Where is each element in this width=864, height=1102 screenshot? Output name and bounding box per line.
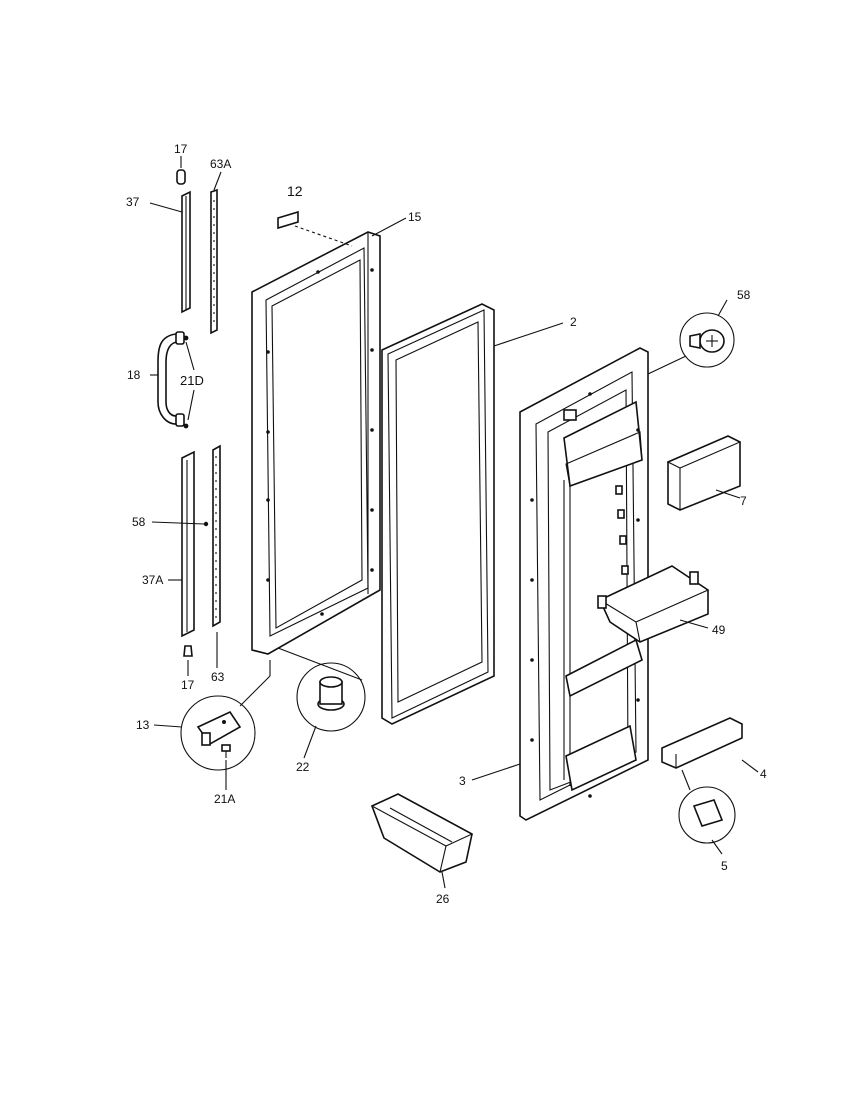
callout-37A: 37A bbox=[142, 573, 163, 587]
callout-21D: 21D bbox=[180, 373, 204, 388]
callout-17-bottom: 17 bbox=[181, 678, 195, 692]
door-gasket-2 bbox=[381, 303, 495, 725]
callout-2: 2 bbox=[570, 315, 577, 329]
callout-18: 18 bbox=[127, 368, 141, 382]
screw-58-bubble bbox=[679, 312, 735, 368]
screw-21D bbox=[183, 335, 189, 429]
hinge-bubble bbox=[180, 695, 256, 771]
screw-58-left bbox=[203, 521, 209, 527]
cap-5-bubble bbox=[678, 786, 736, 844]
trim-63A bbox=[210, 188, 218, 335]
leader-lines bbox=[149, 156, 759, 889]
label-plate-12 bbox=[277, 210, 299, 230]
shelf-bar-4 bbox=[661, 717, 743, 769]
callout-49: 49 bbox=[712, 623, 726, 637]
bottom-bin-26 bbox=[370, 793, 474, 873]
door-frame-15 bbox=[251, 231, 381, 655]
callout-26: 26 bbox=[436, 892, 450, 906]
trim-37A bbox=[181, 450, 195, 638]
callout-63A: 63A bbox=[210, 157, 231, 171]
trim-63 bbox=[212, 444, 221, 628]
callout-17-top: 17 bbox=[174, 142, 188, 156]
callout-13: 13 bbox=[136, 718, 150, 732]
callout-15: 15 bbox=[408, 210, 422, 224]
door-bin-49 bbox=[597, 565, 710, 643]
callout-58-left: 58 bbox=[132, 515, 146, 529]
door-liner-3 bbox=[519, 347, 649, 821]
cap-17-top bbox=[176, 169, 186, 185]
callout-37: 37 bbox=[126, 195, 140, 209]
callout-5: 5 bbox=[721, 859, 728, 873]
callout-63: 63 bbox=[211, 670, 225, 684]
cam-bubble bbox=[296, 662, 366, 732]
callout-58-right: 58 bbox=[737, 288, 751, 302]
trim-37 bbox=[181, 190, 191, 314]
handle-18 bbox=[157, 331, 185, 427]
callout-22: 22 bbox=[296, 760, 310, 774]
cap-17-bottom bbox=[183, 645, 193, 657]
callout-12: 12 bbox=[287, 183, 303, 199]
callout-7: 7 bbox=[740, 494, 747, 508]
callout-3: 3 bbox=[459, 774, 466, 788]
callout-21A: 21A bbox=[214, 792, 235, 806]
callout-4: 4 bbox=[760, 767, 767, 781]
dairy-cover-7 bbox=[666, 435, 742, 511]
